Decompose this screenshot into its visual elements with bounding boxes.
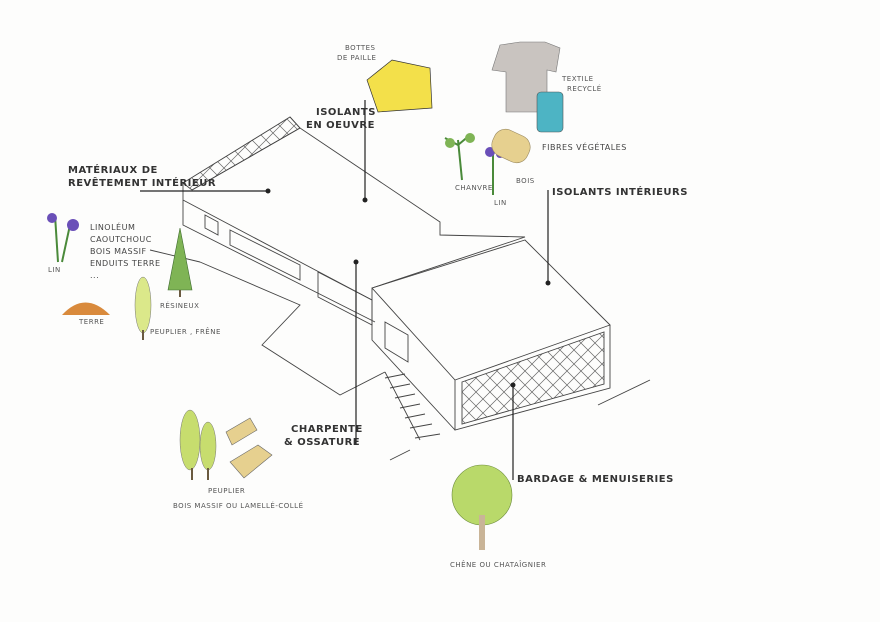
ground-lines [149,249,651,461]
straw-label-2: de paille [337,54,377,62]
textile-label-2: recyclé [567,85,602,93]
conifer-tree-icon [167,227,193,297]
leader-lines [140,100,549,480]
oak-label: Chêne ou chataîgnier [450,561,547,569]
poplar-trees-icon [179,409,217,480]
insulation-built-title-2: en oeuvre [306,120,375,131]
earth-label: Terre [79,318,105,326]
insulation-built-title-1: Isolants [316,107,376,118]
thread-spool-icon [536,91,564,133]
poplar-structure-label: Peuplier [208,487,246,495]
earth-pile-icon [62,302,110,315]
fibres-label: Fibres végétales [542,143,627,152]
wood-label: Bois [516,177,535,185]
long-block-outline [182,116,526,323]
interior-finish-title-1: Matériaux de [68,165,158,176]
stairs [384,373,441,439]
interior-finish-list: Linoléum Caoutchouc Bois massif Enduits … [90,222,161,282]
textile-label-1: Textile [562,75,594,83]
insulation-interior-title: Isolants intérieurs [552,187,688,198]
flax-flower-icon [47,213,79,263]
leader-dots [265,188,551,388]
windows [204,214,409,363]
structure-title-1: Charpente [291,424,363,435]
cladding-hatched [461,331,605,425]
hemp-label: Chanvre [455,184,493,192]
list-item: ... [90,271,100,280]
wood-fibre-roll-icon [491,128,531,164]
poplar-label: Peuplier , frêne [150,328,221,336]
list-item: Enduits terre [90,259,161,268]
cladding-title: Bardage & menuiseries [517,474,674,485]
hemp-plant-icon [444,133,475,181]
interior-finish-title-2: revêtement intérieur [68,178,217,189]
conifer-label: Résineux [160,302,200,310]
wood-structure-label: Bois massif ou lamellé-collé [173,502,304,510]
list-item: Bois massif [90,247,147,256]
right-block-outline [371,239,611,431]
poplar-tree-icon [134,276,152,340]
straw-label-1: Bottes [345,44,376,52]
timber-beams-icon [225,417,273,479]
list-item: Caoutchouc [90,235,152,244]
list-item: Linoléum [90,223,136,232]
structure-title-2: & ossature [284,437,361,448]
oak-tree-icon [451,464,513,550]
straw-bales-icon [366,59,433,113]
flax-label-2: Lin [494,199,507,207]
flax-label: Lin [48,266,61,274]
